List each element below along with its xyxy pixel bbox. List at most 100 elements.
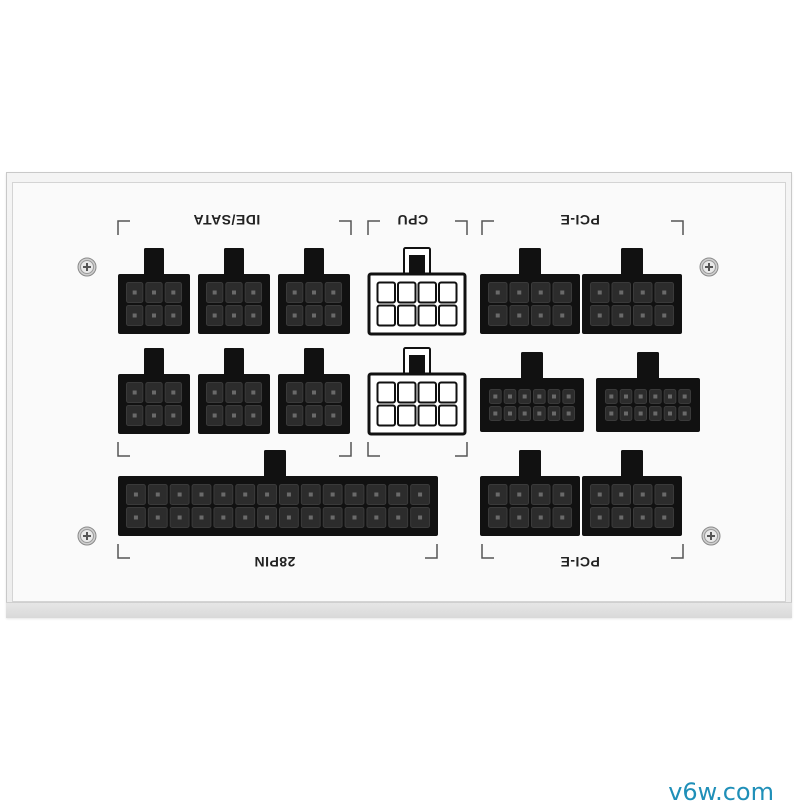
pin-contact <box>619 492 624 497</box>
pin-contact <box>538 313 543 318</box>
pin-contact <box>212 290 217 295</box>
panel-bottom-lip <box>6 602 792 618</box>
pin-contact <box>662 290 667 295</box>
pin-contact <box>624 394 628 399</box>
screw-icon <box>77 526 97 546</box>
pin-contact <box>508 394 512 399</box>
pin-contact <box>312 290 316 295</box>
pin-contact <box>292 313 297 318</box>
pin-contact <box>374 492 379 497</box>
pin-contact <box>133 515 138 520</box>
pcie-socket-latch <box>621 450 643 478</box>
pin-contact <box>537 394 542 399</box>
pin-contact <box>199 492 204 497</box>
pin-contact <box>517 515 522 520</box>
pin-contact <box>243 492 248 497</box>
pin-hole <box>438 381 458 404</box>
pin-contact <box>374 515 379 520</box>
pin-contact <box>638 411 643 416</box>
pin-contact <box>212 390 217 395</box>
ide-sata-socket-latch <box>224 248 244 276</box>
label-28pin: 28PIN <box>254 554 296 570</box>
label-cpu: CPU <box>397 212 429 228</box>
pin-contact <box>132 413 137 418</box>
ide-sata-socket-latch <box>304 248 324 276</box>
pin-contact <box>597 290 602 295</box>
pin-contact <box>668 394 672 399</box>
pin-contact <box>682 394 687 399</box>
pcie-compact-socket-latch <box>637 352 659 380</box>
pin-contact <box>312 390 316 395</box>
pin-hole <box>397 304 417 327</box>
pin-contact <box>653 411 658 416</box>
pin-contact <box>418 515 423 520</box>
pin-contact <box>152 390 156 395</box>
pin-contact <box>152 313 156 318</box>
pin-contact <box>330 492 335 497</box>
pin-contact <box>331 390 336 395</box>
pcie-compact-socket <box>480 378 584 432</box>
pin-hole <box>438 304 458 327</box>
pcie-compact-socket-latch <box>521 352 543 380</box>
pin-hole <box>376 281 396 304</box>
pin-contact <box>132 290 137 295</box>
pin-contact <box>619 313 624 318</box>
pin-contact <box>597 313 602 318</box>
screw-icon <box>77 257 97 277</box>
pin-contact <box>624 411 628 416</box>
pin-contact <box>330 515 335 520</box>
cpu-socket-latch-window <box>409 255 425 273</box>
pin-contact <box>212 313 217 318</box>
pin-hole <box>397 404 417 427</box>
pin-contact <box>177 515 182 520</box>
pin-contact <box>517 290 522 295</box>
pin-contact <box>517 492 522 497</box>
pin-contact <box>155 515 160 520</box>
pin-contact <box>619 515 624 520</box>
pin-contact <box>609 394 614 399</box>
pin-contact <box>662 492 667 497</box>
pin-contact <box>668 411 672 416</box>
pin-contact <box>308 492 313 497</box>
pin-contact <box>538 290 543 295</box>
pin-contact <box>286 492 291 497</box>
pin-contact <box>352 492 357 497</box>
label-pcie-bottom: PCI-E <box>560 554 600 570</box>
pin-contact <box>522 411 527 416</box>
pin-contact <box>212 413 217 418</box>
pin-contact <box>597 515 602 520</box>
pin-contact <box>560 492 565 497</box>
pin-contact <box>538 515 543 520</box>
pin-hole <box>376 304 396 327</box>
pin-contact <box>396 492 401 497</box>
pin-contact <box>522 394 527 399</box>
pin-hole <box>376 404 396 427</box>
pin-contact <box>552 411 556 416</box>
pin-contact <box>265 492 270 497</box>
pcie-socket-latch <box>621 248 643 276</box>
pin-contact <box>662 313 667 318</box>
pin-hole <box>376 381 396 404</box>
pin-contact <box>312 313 316 318</box>
ide-sata-socket-latch <box>304 348 324 376</box>
label-ide-sata: IDE/SATA <box>193 212 261 228</box>
pin-contact <box>495 515 500 520</box>
pin-contact <box>171 413 176 418</box>
pin-contact <box>243 515 248 520</box>
pcie-socket-latch <box>519 248 541 276</box>
pin-contact <box>566 394 571 399</box>
pin-contact <box>396 515 401 520</box>
pin-contact <box>251 390 256 395</box>
pin-contact <box>132 313 137 318</box>
pin-contact <box>292 290 297 295</box>
pin-contact <box>232 413 236 418</box>
screw-icon <box>699 257 719 277</box>
ide-sata-socket-latch <box>224 348 244 376</box>
pin-contact <box>566 411 571 416</box>
pin-contact <box>493 411 498 416</box>
pin-contact <box>537 411 542 416</box>
pin-contact <box>292 390 297 395</box>
label-pcie-top: PCI-E <box>560 212 600 228</box>
pin-contact <box>495 313 500 318</box>
